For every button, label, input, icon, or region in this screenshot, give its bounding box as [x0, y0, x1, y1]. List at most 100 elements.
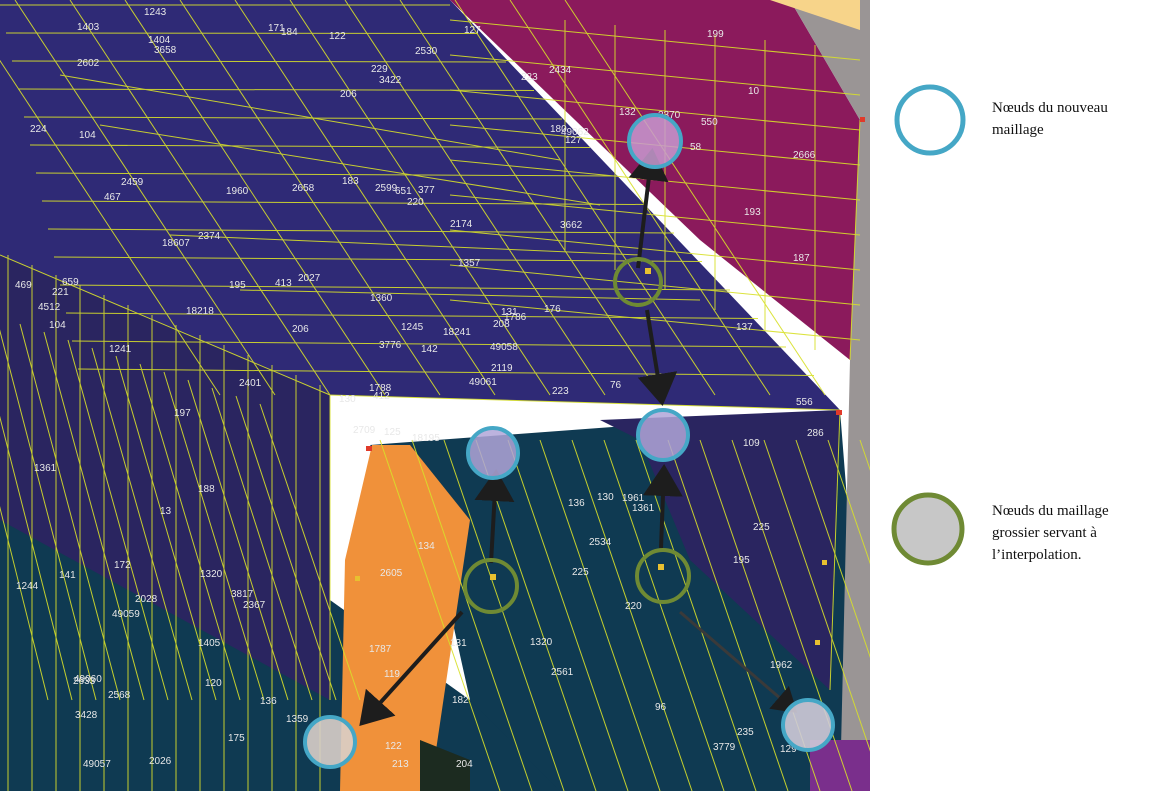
element-label: 119: [384, 669, 400, 680]
element-label: 651: [395, 186, 412, 197]
element-label: 136: [568, 498, 585, 509]
element-label: 1357: [458, 258, 481, 269]
element-label: 1361: [632, 503, 655, 514]
element-label: 2568: [108, 690, 131, 701]
element-label: 127: [565, 135, 582, 146]
node-marker: [490, 574, 496, 580]
mesh-edge: [19, 323, 121, 701]
element-label: 175: [228, 733, 245, 744]
mesh-edge: [564, 0, 826, 396]
element-label: 1320: [200, 569, 223, 580]
element-label: 125: [384, 427, 401, 438]
element-label: 3779: [713, 742, 736, 753]
element-label: 2459: [121, 177, 144, 188]
element-label: 188: [198, 484, 215, 495]
element-label: 132: [619, 107, 636, 118]
element-label: 171: [268, 23, 285, 34]
element-label: 195: [733, 555, 750, 566]
element-label: 1961: [622, 493, 645, 504]
element-label: 1320: [530, 637, 553, 648]
element-label: 469: [15, 280, 32, 291]
element-label: 224: [30, 124, 47, 135]
coarse-node: [613, 257, 663, 307]
node-marker: [366, 446, 372, 451]
element-label: 204: [456, 759, 473, 770]
node-marker: [658, 564, 664, 570]
mesh-edge: [91, 347, 193, 701]
mesh-edge: [234, 0, 496, 396]
element-label: 2561: [551, 667, 574, 678]
element-label: 206: [340, 89, 357, 100]
mesh-edge: [763, 439, 870, 752]
element-label: 180: [550, 124, 567, 135]
element-label: 130: [597, 492, 614, 503]
element-label: 2367: [243, 600, 266, 611]
element-label: 2602: [77, 58, 100, 69]
element-label: 286: [807, 428, 824, 439]
coarse-node: [463, 558, 519, 614]
mesh-edge: [449, 54, 861, 96]
mesh-edge: [211, 387, 313, 701]
mesh-edge: [449, 19, 861, 61]
element-label: 213: [392, 759, 409, 770]
element-label: 104: [49, 320, 66, 331]
mesh-edge: [169, 234, 641, 256]
mesh-edge: [47, 228, 675, 234]
element-label: 208: [493, 319, 510, 330]
purple-corner: [810, 740, 870, 791]
element-label: 1243: [144, 7, 167, 18]
element-label: 176: [544, 304, 561, 315]
element-label: 2026: [149, 756, 172, 767]
element-label: 1787: [369, 644, 392, 655]
element-label: 195: [229, 280, 246, 291]
element-label: 2530: [415, 46, 438, 57]
interpolation-arrow: [637, 309, 678, 406]
element-label: 49061: [469, 377, 497, 388]
fine-node: [781, 698, 835, 752]
node-marker: [836, 410, 842, 415]
element-label: 187: [793, 253, 810, 264]
element-label: 197: [174, 408, 191, 419]
mesh-edge: [43, 331, 145, 701]
mesh-edge: [69, 0, 331, 396]
element-label: 10: [748, 86, 760, 97]
element-label: 18218: [186, 306, 214, 317]
element-label: 142: [421, 344, 438, 355]
element-label: 220: [625, 601, 642, 612]
mesh-edge: [399, 0, 661, 396]
node-marker: [645, 268, 651, 274]
coarse-node: [635, 548, 691, 604]
mesh-edge: [0, 505, 49, 701]
element-label: 2658: [292, 183, 315, 194]
element-label: 1359: [286, 714, 309, 725]
dark-corner: [420, 740, 470, 791]
mesh-edge: [115, 355, 217, 701]
element-label: 58: [690, 142, 702, 153]
element-label: 223: [521, 72, 538, 83]
element-label: 221: [52, 287, 69, 298]
element-label: 659: [62, 277, 79, 288]
legend-fine-label: Nœuds du nouveau maillage: [992, 100, 1108, 138]
element-label: 2027: [298, 273, 321, 284]
element-label: 122: [385, 741, 402, 752]
element-label: 109: [743, 438, 760, 449]
element-label: 131: [450, 638, 467, 649]
mesh-edge: [449, 89, 861, 131]
element-label: 141: [59, 570, 76, 581]
mesh-edge: [59, 74, 561, 161]
element-label: 182: [452, 695, 469, 706]
element-label: 1403: [77, 22, 100, 33]
element-label: 3658: [154, 45, 177, 56]
element-label: 1960: [226, 186, 249, 197]
element-label: 2401: [239, 378, 262, 389]
element-label: 413: [275, 278, 292, 289]
element-label: 18241: [443, 327, 471, 338]
element-label: 223: [552, 386, 569, 397]
mesh-edge: [139, 363, 241, 701]
mesh-edge: [11, 60, 507, 63]
element-label: 1962: [770, 660, 793, 671]
mesh-edge: [849, 119, 861, 361]
element-labels: 1819546741249060208236724343774906249061…: [15, 7, 824, 770]
mesh-edge: [59, 284, 731, 291]
mesh-edge: [67, 339, 169, 701]
